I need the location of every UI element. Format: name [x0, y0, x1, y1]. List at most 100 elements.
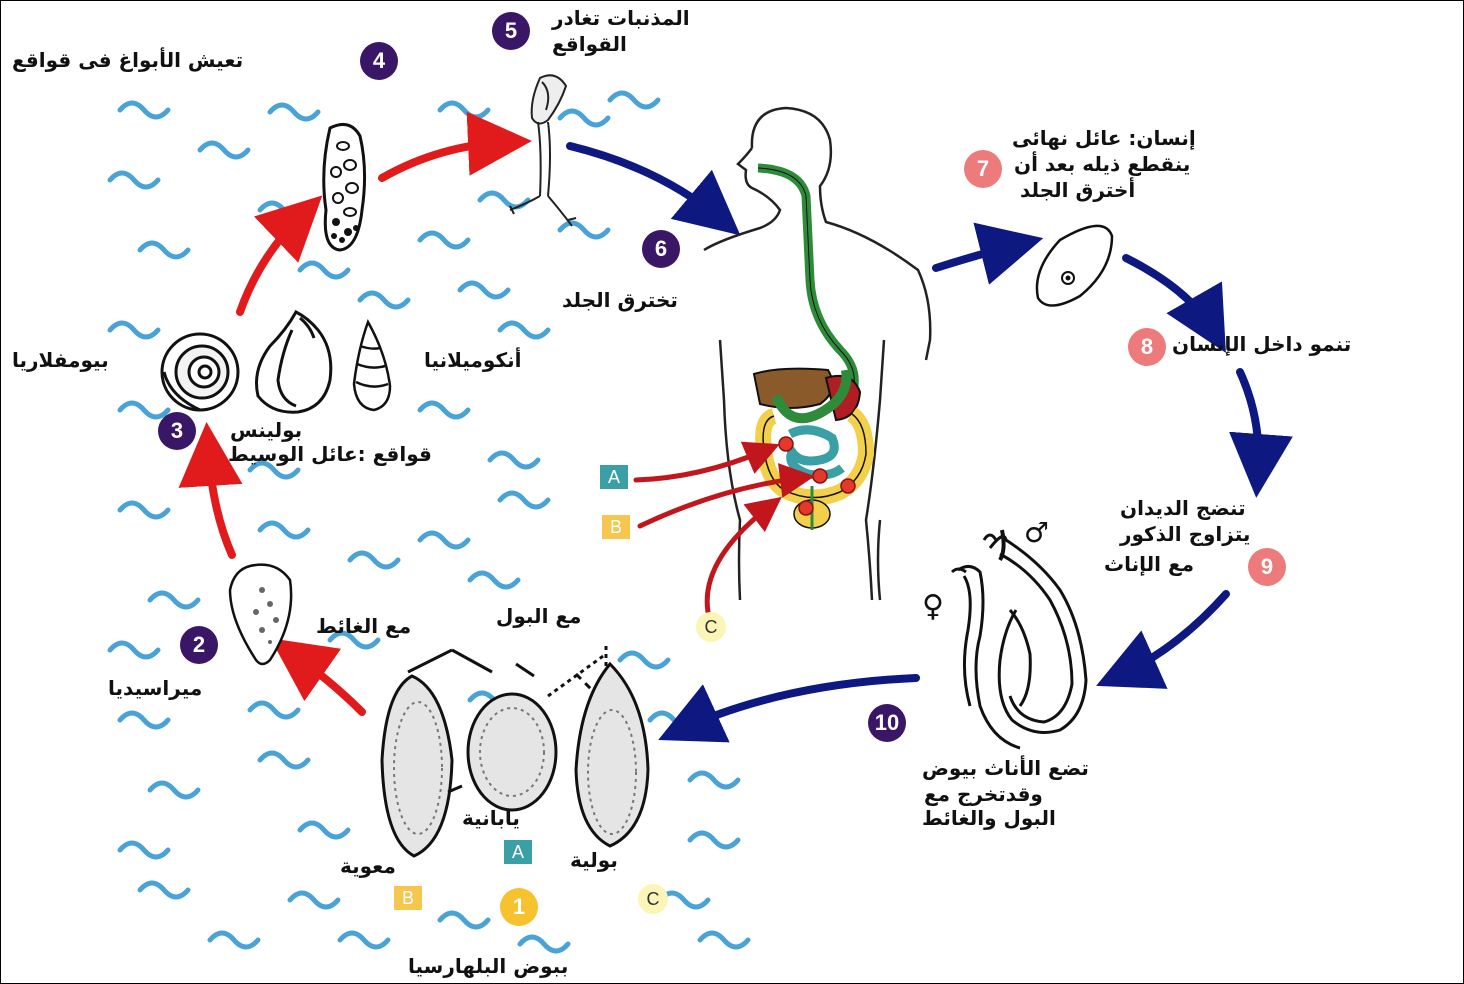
- step-badge-7: 7: [964, 150, 1002, 188]
- step-badge-3: 3: [158, 412, 196, 450]
- egg-route-stool-label: مع الغائط: [316, 614, 411, 639]
- step-5-label-line2: القواقع: [552, 32, 627, 57]
- arrow-cercaria-to-human: [570, 146, 722, 220]
- step-10-label-line1: تضع الأناث بيوض: [922, 756, 1089, 781]
- wave-mark: [210, 933, 258, 947]
- step-badge-10: 10: [868, 704, 906, 742]
- step-badge-1: 1: [500, 888, 538, 926]
- wave-mark: [110, 173, 158, 187]
- wave-mark: [260, 523, 308, 537]
- wave-mark: [690, 833, 738, 847]
- egg-japonica: [468, 694, 556, 810]
- schistosomulum-illustration: [1037, 226, 1112, 306]
- step-7-label-line1: إنسان: عائل نهائى: [1012, 126, 1196, 151]
- wave-mark: [120, 713, 168, 727]
- wave-mark: [120, 843, 168, 857]
- miracidium-illustration: [230, 565, 291, 664]
- snail-oncomelania: [354, 322, 390, 410]
- step-2-label: ميراسيديا: [108, 676, 202, 701]
- wave-mark: [200, 143, 248, 157]
- step-8-label: تنمو داخل الإنسان: [1172, 332, 1351, 357]
- female-symbol-icon: ♀: [922, 594, 944, 619]
- egg-connector-lines: [408, 646, 606, 696]
- arrow-adults-to-laying: [1118, 594, 1226, 676]
- wave-mark: [150, 783, 198, 797]
- arrow-sporocyst-to-cercaria: [382, 142, 508, 178]
- egg-intestinal: [382, 676, 462, 856]
- wave-mark: [690, 773, 738, 787]
- snail-biomphalaria: [162, 334, 238, 410]
- egg-tag-a: A: [504, 840, 532, 864]
- wave-mark: [500, 323, 548, 337]
- egg-urinary: [576, 664, 648, 846]
- arrow-growth-to-adults: [1240, 372, 1259, 474]
- wave-mark: [290, 893, 338, 907]
- step-badge-5: 5: [492, 12, 530, 50]
- wave-mark: [500, 493, 548, 507]
- wave-mark: [420, 233, 468, 247]
- wave-mark: [460, 283, 508, 297]
- egg-intestinal-label: معوية: [340, 854, 396, 879]
- step-3-label: قواقع :عائل الوسيط: [228, 442, 432, 467]
- snail-bulinus: [257, 312, 331, 412]
- step-9-label-line1: تنضج الديدان: [1120, 496, 1246, 521]
- step-1-label: ببوض البلهارسيا: [408, 954, 568, 979]
- step-badge-9: 9: [1248, 548, 1286, 586]
- step-5-label-line1: المذنبات تغادر: [552, 6, 690, 31]
- step-10-label-line2: وقدتخرج مع: [924, 782, 1043, 807]
- species-tag-c: C: [696, 612, 726, 642]
- egg-japonica-label: يابانية: [462, 806, 520, 831]
- snail-bulinus-label: بولينس: [230, 418, 302, 443]
- wave-mark: [300, 263, 348, 277]
- step-7-label-line3: أخترق الجلد: [1020, 178, 1135, 203]
- arrow-human-to-schistosomulum: [936, 244, 1020, 268]
- wave-mark: [350, 553, 398, 567]
- arrow-snail-to-sporocyst: [240, 212, 305, 312]
- wave-mark: [110, 643, 158, 657]
- step-badge-2: 2: [180, 626, 218, 664]
- wave-mark: [560, 223, 608, 237]
- step-badge-6: 6: [642, 230, 680, 268]
- wave-mark: [150, 593, 198, 607]
- egg-tag-b: B: [394, 886, 422, 910]
- species-tag-a: A: [600, 465, 628, 489]
- wave-mark: [520, 937, 568, 951]
- wave-mark: [440, 103, 488, 117]
- step-9-label-line3: مع الإناث: [1104, 552, 1194, 577]
- snail-oncomelania-label: أنكوميلانيا: [424, 348, 521, 373]
- sporocyst-illustration: [324, 124, 365, 250]
- wave-mark: [120, 503, 168, 517]
- egg-tag-c: C: [638, 884, 668, 914]
- wave-mark: [700, 933, 748, 947]
- wave-mark: [440, 913, 488, 927]
- wave-mark: [260, 753, 308, 767]
- egg-route-urine-label: مع البول: [496, 604, 581, 629]
- species-tag-b: B: [602, 515, 630, 539]
- step-10-label-line3: البول والغائط: [922, 806, 1056, 831]
- wave-mark: [560, 111, 608, 125]
- step-6-label: تخترق الجلد: [562, 288, 678, 313]
- adult-worms-illustration: [952, 530, 1086, 748]
- arrow-eggs-to-miracidia: [290, 652, 362, 712]
- wave-mark: [360, 293, 408, 307]
- wave-mark: [120, 403, 168, 417]
- step-9-label-line2: يتزاوج الذكور: [1120, 522, 1250, 547]
- wave-mark: [110, 323, 158, 337]
- wave-mark: [140, 883, 188, 897]
- arrow-schistosomulum-to-growth: [1126, 258, 1214, 332]
- step-badge-8: 8: [1128, 328, 1166, 366]
- wave-mark: [140, 243, 188, 257]
- wave-mark: [490, 453, 538, 467]
- step-badge-4: 4: [360, 42, 398, 80]
- wave-mark: [610, 93, 658, 107]
- snail-biomphalaria-label: بيومفلاريا: [12, 348, 109, 373]
- wave-mark: [470, 573, 518, 587]
- wave-mark: [420, 533, 468, 547]
- wave-mark: [340, 933, 388, 947]
- wave-mark: [120, 103, 168, 117]
- wave-mark: [620, 653, 668, 667]
- egg-urinary-label: بولية: [570, 848, 618, 873]
- wave-mark: [300, 823, 348, 837]
- wave-mark: [250, 703, 298, 717]
